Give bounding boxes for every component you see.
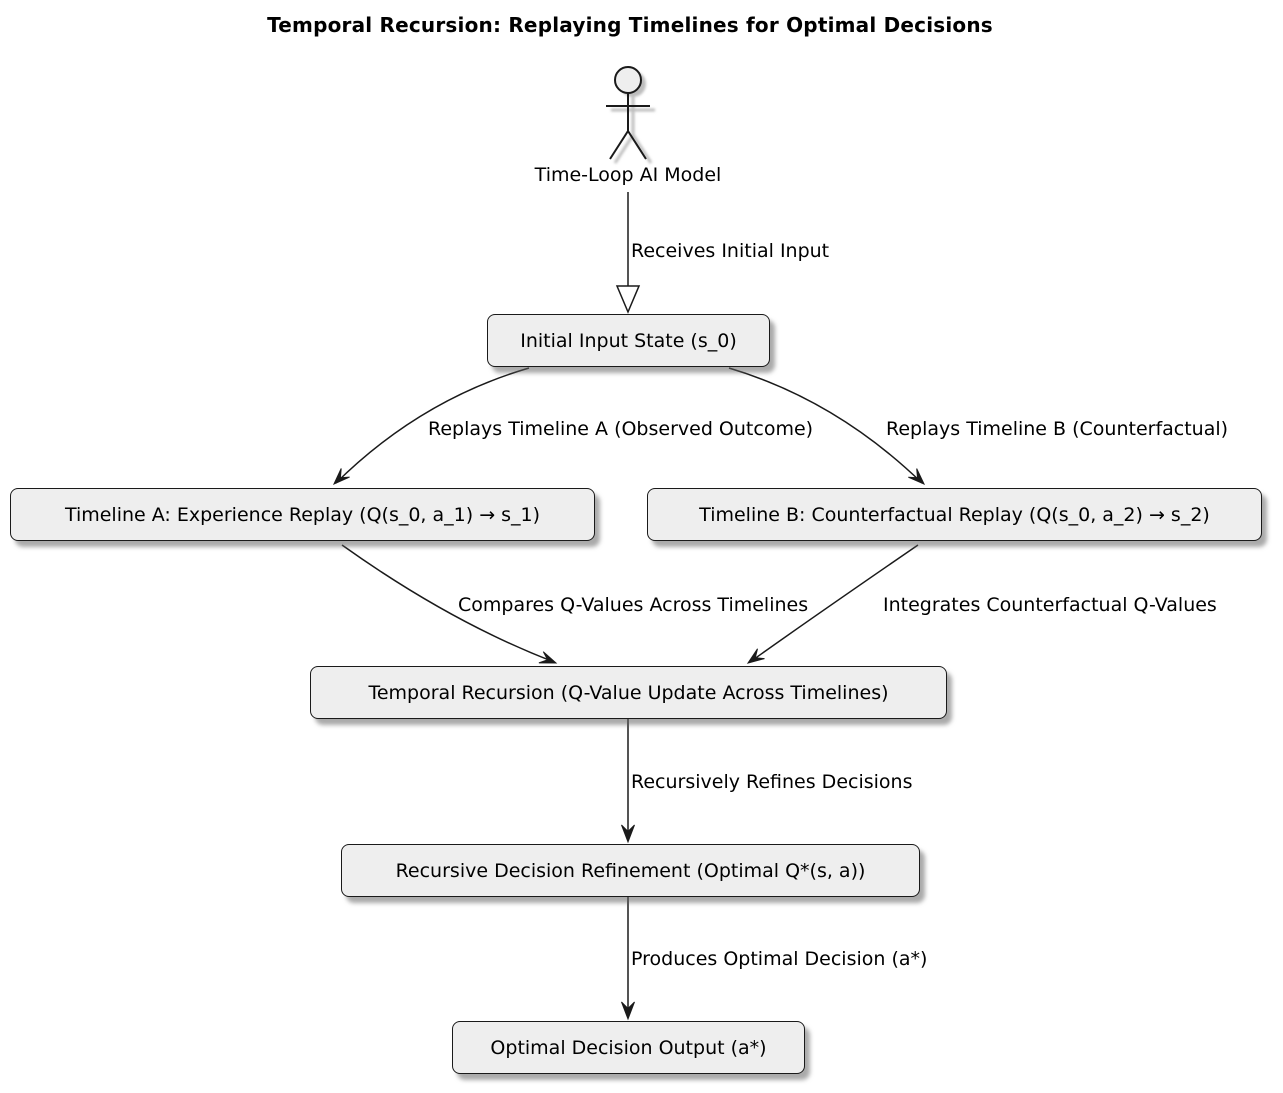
vee-arrowhead-icon [621,824,635,844]
edge-initial-to-timeline-a [332,367,530,485]
edge-label-replays-timeline-a: Replays Timeline A (Observed Outcome) [428,418,814,440]
edge-temporal-to-refinement [621,719,635,844]
vee-arrowhead-icon [538,651,558,664]
actor-head [614,66,642,94]
edge-timeline-b-to-temporal [746,544,919,664]
vee-arrowhead-icon [621,1001,635,1021]
edge-label-replays-timeline-b: Replays Timeline B (Counterfactual) [886,418,1229,440]
actor-label: Time-Loop AI Model [534,164,722,186]
edge-label-receives-initial-input: Receives Initial Input [631,240,830,262]
vee-arrowhead-icon [908,468,926,485]
actor-figure [606,66,650,160]
node-timeline-a-experience-replay: Timeline A: Experience Replay (Q(s_0, a_… [10,488,595,541]
node-optimal-decision-output: Optimal Decision Output (a*) [452,1021,805,1074]
node-timeline-b-counterfactual-replay: Timeline B: Counterfactual Replay (Q(s_0… [647,488,1262,541]
edge-actor-to-initial [615,192,641,314]
node-temporal-recursion: Temporal Recursion (Q-Value Update Acros… [310,666,947,719]
edge-label-compares-q-values: Compares Q-Values Across Timelines [458,594,809,616]
vee-arrowhead-icon [746,648,765,664]
node-recursive-decision-refinement: Recursive Decision Refinement (Optimal Q… [341,844,920,897]
node-initial-input-state: Initial Input State (s_0) [487,314,770,367]
edge-timeline-a-to-temporal [341,544,558,664]
edge-label-recursively-refines-decisions: Recursively Refines Decisions [631,771,913,793]
edge-label-produces-optimal-decision: Produces Optimal Decision (a*) [631,948,928,970]
vee-arrowhead-icon [332,468,350,485]
diagram-title: Temporal Recursion: Replaying Timelines … [267,13,993,37]
edge-label-integrates-counterfactual-q-values: Integrates Counterfactual Q-Values [883,594,1217,616]
edge-refinement-to-output [621,897,635,1021]
edge-initial-to-timeline-b [728,367,926,485]
hollow-arrowhead-icon [615,285,641,314]
